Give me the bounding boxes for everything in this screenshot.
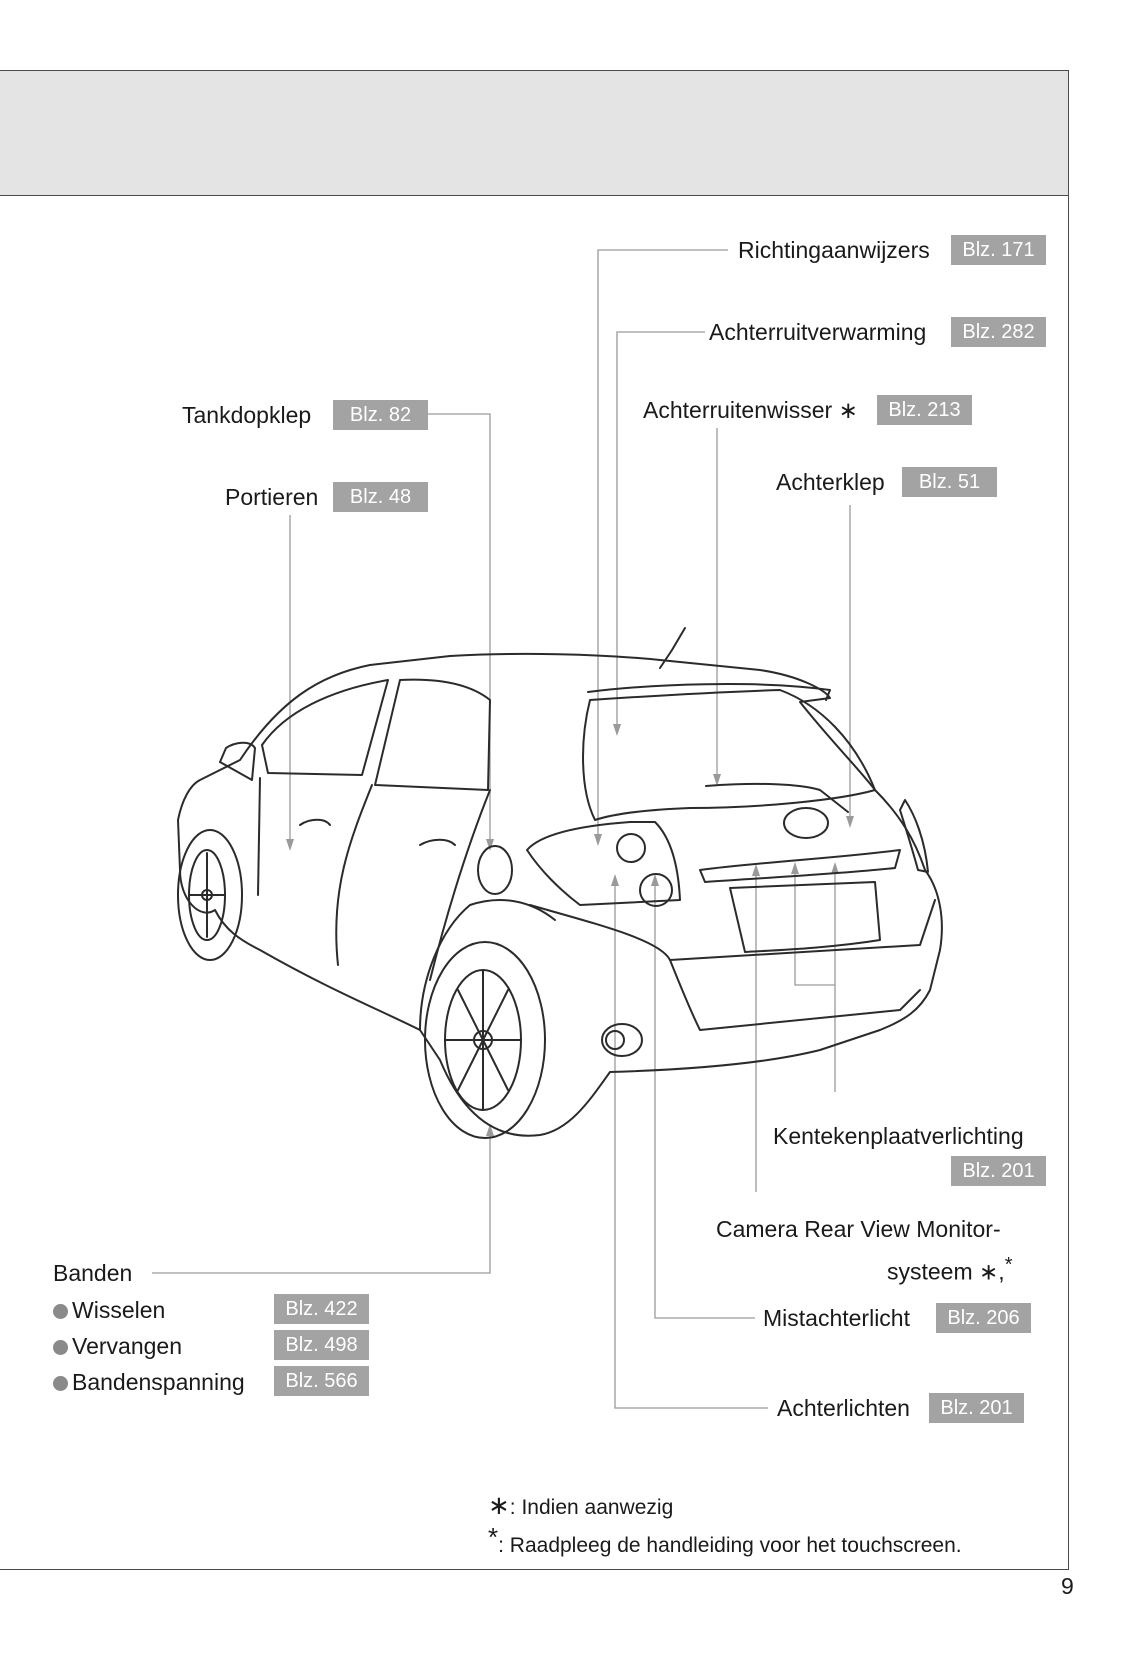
banden-item-label: Bandenspanning bbox=[72, 1369, 245, 1395]
page-tag-vervangen[interactable]: Blz. 498 bbox=[274, 1330, 369, 1360]
bullet-icon bbox=[53, 1304, 68, 1319]
label-portieren: Portieren bbox=[225, 484, 319, 510]
page-tag-bandenspanning[interactable]: Blz. 566 bbox=[274, 1366, 369, 1396]
page-tag-portieren[interactable]: Blz. 48 bbox=[333, 482, 428, 512]
page-tag-achterklep[interactable]: Blz. 51 bbox=[902, 467, 997, 497]
label-banden: Banden bbox=[53, 1260, 133, 1286]
page-tag-kentekenplaatverlichting[interactable]: Blz. 201 bbox=[951, 1156, 1046, 1186]
label-richtingaanwijzers: Richtingaanwijzers bbox=[738, 237, 930, 263]
page-tag-achterruitverwarming[interactable]: Blz. 282 bbox=[951, 317, 1046, 347]
car-outline bbox=[177, 627, 943, 1139]
label-kentekenplaatverlichting: Kentekenplaatverlichting bbox=[773, 1123, 1024, 1149]
page-tag-mistachterlicht[interactable]: Blz. 206 bbox=[936, 1303, 1031, 1333]
camera-footnote-mark: * bbox=[1004, 1254, 1013, 1276]
label-achterruitverwarming: Achterruitverwarming bbox=[709, 319, 927, 345]
label-tankdopklep: Tankdopklep bbox=[182, 402, 312, 428]
leader-arrowheads bbox=[286, 724, 854, 1136]
page-tag-achterlichten[interactable]: Blz. 201 bbox=[929, 1393, 1024, 1423]
banden-item-vervangen: Vervangen bbox=[53, 1332, 182, 1360]
bullet-icon bbox=[53, 1340, 68, 1355]
leader-lines bbox=[152, 249, 851, 1409]
footnote-2-text: : Raadpleeg de handleiding voor het touc… bbox=[498, 1534, 962, 1557]
banden-item-label: Wisselen bbox=[72, 1297, 166, 1323]
header-band bbox=[0, 70, 1069, 196]
page-tag-richtingaanwijzers[interactable]: Blz. 171 bbox=[951, 235, 1046, 265]
page-tag-wisselen[interactable]: Blz. 422 bbox=[274, 1294, 369, 1324]
page-number: 9 bbox=[1061, 1573, 1074, 1599]
banden-item-wisselen: Wisselen bbox=[53, 1296, 165, 1324]
label-achterruitenwisser: Achterruitenwisser ∗ bbox=[643, 397, 858, 423]
footnote-1-mark: ∗ bbox=[488, 1490, 510, 1520]
page-tag-achterruitenwisser[interactable]: Blz. 213 bbox=[877, 395, 972, 425]
bullet-icon bbox=[53, 1376, 68, 1391]
page-tag-tankdopklep[interactable]: Blz. 82 bbox=[333, 400, 428, 430]
camera-line2-text: systeem ∗, bbox=[887, 1258, 1005, 1285]
label-achterklep: Achterklep bbox=[776, 469, 885, 495]
banden-item-label: Vervangen bbox=[72, 1333, 182, 1359]
label-mistachterlicht: Mistachterlicht bbox=[763, 1305, 910, 1331]
footnote-2: *: Raadpleeg de handleiding voor het tou… bbox=[488, 1522, 962, 1558]
label-camera-line2: systeem ∗,* bbox=[887, 1251, 1012, 1286]
footnote-2-mark: * bbox=[488, 1522, 499, 1552]
label-achterlichten: Achterlichten bbox=[777, 1395, 910, 1421]
banden-item-bandenspanning: Bandenspanning bbox=[53, 1368, 245, 1396]
label-camera-line1: Camera Rear View Monitor- bbox=[716, 1216, 1001, 1242]
footnote-1-text: : Indien aanwezig bbox=[509, 1496, 674, 1519]
page-frame bbox=[0, 196, 1069, 1570]
footnote-1: ∗: Indien aanwezig bbox=[488, 1490, 674, 1520]
